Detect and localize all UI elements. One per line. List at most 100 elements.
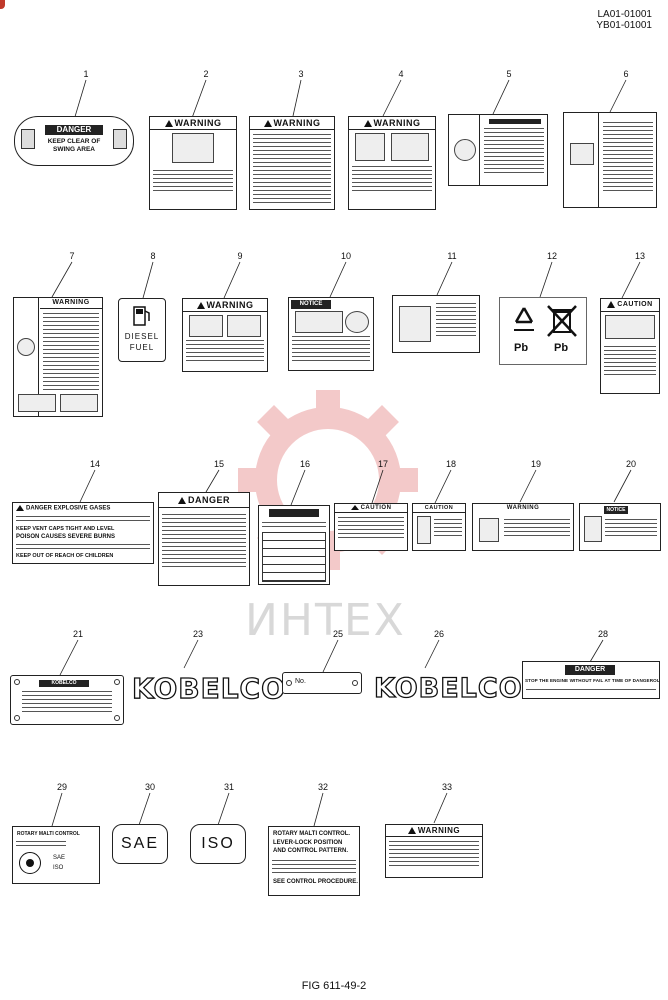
warning-header: WARNING bbox=[506, 505, 540, 511]
fan-hazard-icon bbox=[355, 133, 385, 161]
part-number: 8 bbox=[150, 251, 156, 261]
part-number: 29 bbox=[56, 782, 67, 792]
option-iso: ISO bbox=[53, 865, 64, 871]
kobelco-plate-header: KOBELCO bbox=[39, 680, 89, 687]
label-5-icon-panel bbox=[449, 115, 480, 185]
lever-diagram-icon bbox=[399, 306, 431, 342]
part-number: 1 bbox=[83, 69, 89, 79]
danger-explosive-title: DANGER EXPLOSIVE GASES bbox=[16, 505, 110, 512]
stop-engine-text: STOP THE ENGINE WITHOUT FAIL AT TIME OF … bbox=[525, 678, 660, 683]
person-hazard-icon bbox=[479, 518, 499, 542]
part-number: 2 bbox=[203, 69, 209, 79]
figure-caption: FIG 611-49-2 bbox=[301, 980, 367, 992]
label-29-control-pattern: ROTARY MALTI CONTROL SAE ISO bbox=[12, 826, 100, 884]
fluid-table bbox=[262, 532, 326, 582]
diesel-text: DIESEL bbox=[124, 332, 160, 341]
hot-surface-icon bbox=[605, 315, 655, 339]
part-number: 9 bbox=[237, 251, 243, 261]
warning-triangle-icon bbox=[350, 504, 359, 510]
label-5-text-lines bbox=[481, 125, 547, 176]
battery-icon bbox=[60, 394, 98, 412]
label-1-text: KEEP CLEAR OF SWING AREA bbox=[47, 138, 101, 153]
label-33-warning: WARNING bbox=[385, 824, 483, 878]
number-text: No. bbox=[295, 678, 306, 685]
door-icon bbox=[584, 516, 602, 542]
label-28-text-lines bbox=[523, 686, 659, 693]
label-4-warning: WARNING bbox=[348, 116, 436, 210]
fuel-pump-icon bbox=[133, 306, 150, 326]
gauge-icon bbox=[345, 311, 369, 333]
battery-icon bbox=[18, 394, 56, 412]
rotary-control-line4: SEE CONTROL PROCEDURE. bbox=[273, 879, 358, 885]
label-7-warning: WARNING bbox=[13, 297, 103, 417]
part-number: 28 bbox=[597, 629, 608, 639]
danger-header: DANGER bbox=[565, 665, 615, 675]
part-number: 10 bbox=[340, 251, 351, 261]
part-number: 7 bbox=[69, 251, 75, 261]
label-5-header bbox=[489, 119, 541, 124]
sae-text: SAE bbox=[120, 835, 159, 852]
label-10-notice: NOTICE bbox=[288, 297, 374, 371]
warning-header: WARNING bbox=[386, 825, 482, 837]
warning-text-lines bbox=[250, 131, 334, 206]
recycle-icon bbox=[514, 307, 534, 331]
crossed-bin-icon bbox=[547, 305, 577, 337]
label-31-iso: ISO bbox=[190, 824, 246, 864]
warning-header: WARNING bbox=[150, 117, 236, 130]
label-8-diesel-fuel: DIESEL FUEL bbox=[118, 298, 166, 362]
pb-left-text: Pb bbox=[514, 342, 529, 354]
part-number: 32 bbox=[317, 782, 328, 792]
notice-header: NOTICE bbox=[291, 300, 331, 309]
part-number: 18 bbox=[445, 459, 456, 469]
warning-triangle-icon bbox=[607, 300, 616, 308]
caution-text-lines bbox=[601, 343, 659, 378]
label-6 bbox=[563, 112, 657, 208]
label-14-battery-danger: DANGER EXPLOSIVE GASES KEEP VENT CAPS TI… bbox=[12, 502, 154, 564]
warning-text-lines bbox=[501, 516, 573, 539]
cylinder-icon bbox=[417, 516, 431, 544]
caution-text-lines bbox=[335, 514, 407, 541]
part-number: 33 bbox=[441, 782, 452, 792]
label-13-caution: CAUTION bbox=[600, 298, 660, 394]
part-number: 11 bbox=[447, 251, 457, 261]
label-16-text-lines bbox=[259, 519, 329, 530]
rivet-icon bbox=[14, 715, 20, 721]
label-2-warning: WARNING bbox=[149, 116, 237, 210]
part-number: 3 bbox=[298, 69, 304, 79]
danger-text-lines bbox=[159, 511, 249, 570]
engine-hazard-icon bbox=[172, 133, 214, 163]
label-5 bbox=[448, 114, 548, 186]
rivet-icon bbox=[352, 680, 358, 686]
corner-mark bbox=[0, 0, 5, 9]
hydraulic-hazard-icon bbox=[227, 315, 261, 337]
rotary-control-line1: ROTARY MALTI CONTROL. bbox=[273, 831, 351, 837]
rotary-control-line2: LEVER-LOCK POSITION bbox=[273, 840, 343, 846]
label-16-header bbox=[269, 509, 319, 517]
excavator-left-icon bbox=[21, 129, 35, 149]
part-number: 4 bbox=[398, 69, 404, 79]
caution-header: CAUTION bbox=[335, 504, 407, 513]
warning-triangle-icon bbox=[407, 827, 416, 835]
label-14-text-lines-2 bbox=[13, 541, 153, 552]
warning-triangle-icon bbox=[177, 497, 186, 505]
caution-header: CAUTION bbox=[601, 299, 659, 312]
label-11-text-lines bbox=[433, 300, 479, 339]
label-11 bbox=[392, 295, 480, 353]
caution-header: CAUTION bbox=[413, 504, 465, 513]
label-7-icon-panel bbox=[14, 298, 39, 416]
label-32-text-lines bbox=[269, 857, 359, 876]
label-25-number-plate: No. bbox=[282, 672, 362, 694]
part-number: 6 bbox=[623, 69, 629, 79]
label-18-caution: CAUTION bbox=[412, 503, 466, 551]
excavator-arm-icon bbox=[295, 311, 343, 333]
part-number: 5 bbox=[506, 69, 512, 79]
part-number: 20 bbox=[625, 459, 636, 469]
fuel-text: FUEL bbox=[129, 343, 155, 352]
explosion-icon bbox=[17, 338, 35, 356]
warning-header: WARNING bbox=[250, 117, 334, 130]
label-28-danger: DANGER STOP THE ENGINE WITHOUT FAIL AT T… bbox=[522, 661, 660, 699]
label-29-text-lines bbox=[13, 838, 69, 849]
kobelco-logo-small: KOBELCO bbox=[373, 672, 523, 704]
label-16-table bbox=[258, 505, 330, 585]
